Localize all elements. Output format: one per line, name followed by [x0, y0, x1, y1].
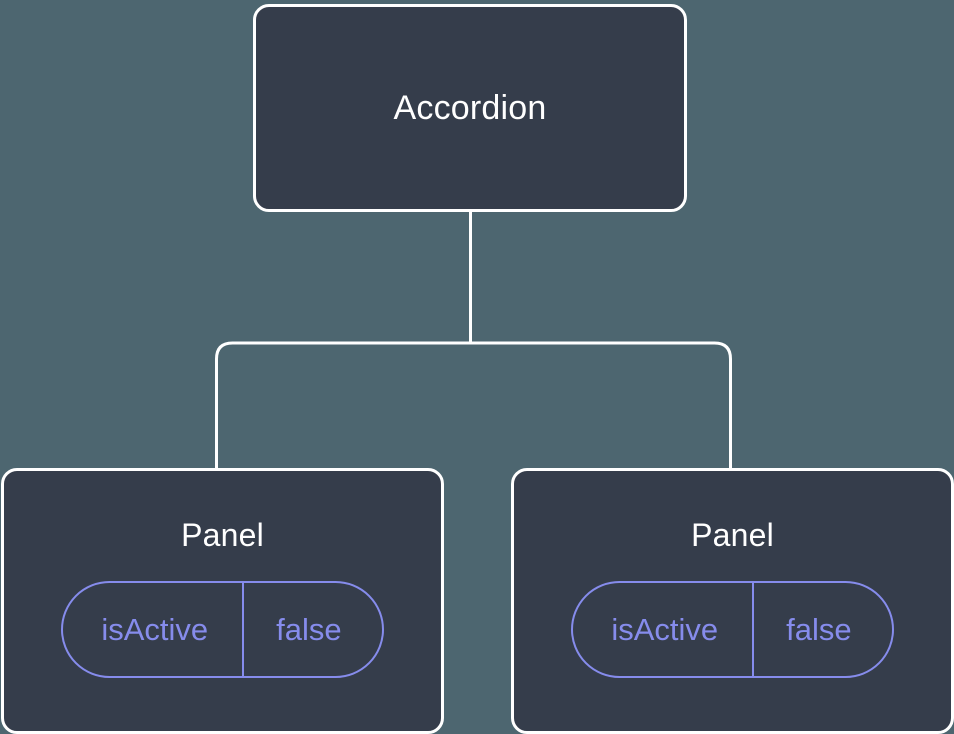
connector-root-to-children: [215, 211, 732, 470]
node-panel-2-title: Panel: [691, 517, 774, 553]
prop-badge-is-active-1[interactable]: isActive false: [61, 581, 384, 678]
prop-key-label-1: isActive: [101, 612, 209, 647]
prop-value-label-1: false: [242, 583, 381, 676]
prop-badge-is-active-2[interactable]: isActive false: [571, 581, 894, 678]
node-accordion[interactable]: Accordion: [253, 4, 687, 212]
node-panel-1-title: Panel: [181, 517, 264, 553]
node-panel-2[interactable]: Panel isActive false: [511, 468, 954, 734]
node-accordion-title: Accordion: [393, 89, 547, 127]
prop-value-label-2: false: [752, 583, 891, 676]
node-panel-1[interactable]: Panel isActive false: [1, 468, 444, 734]
prop-key-label-2: isActive: [611, 612, 719, 647]
